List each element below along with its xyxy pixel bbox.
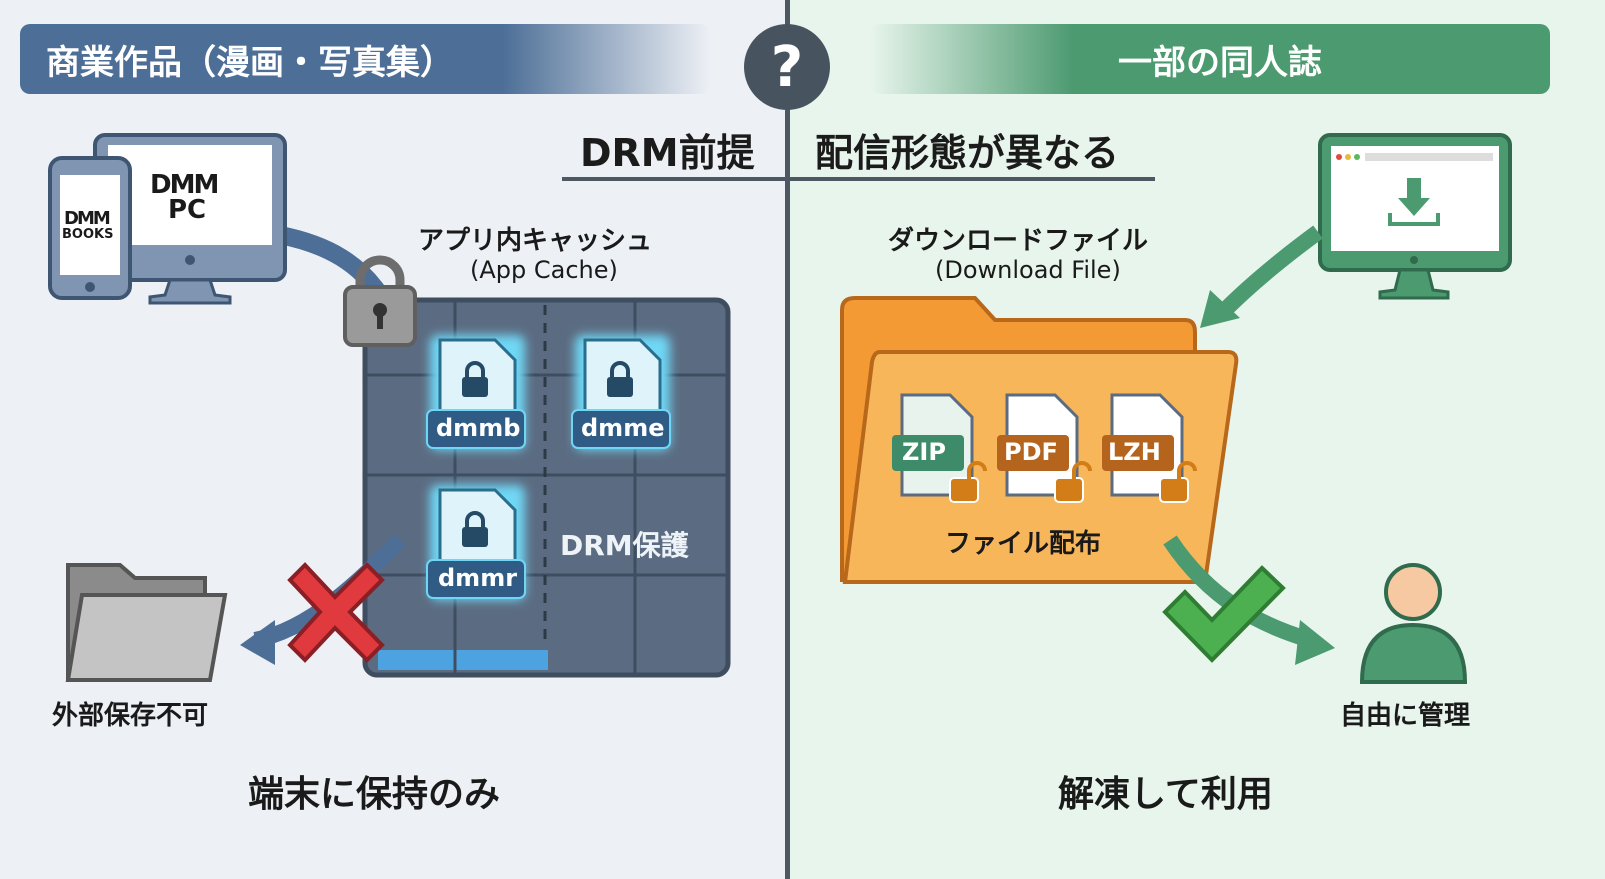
phone-icon (48, 156, 132, 300)
file-label-dmme: dmme (581, 414, 665, 442)
download-subtitle: (Download File) (935, 256, 1121, 284)
locked-file-icon (426, 335, 526, 450)
commercial-banner: 商業作品（漫画・写真集） (20, 24, 710, 94)
pc-monitor-icon (93, 133, 287, 305)
file-label-zip: ZIP (902, 438, 946, 466)
no-external-save-label: 外部保存不可 (52, 701, 209, 731)
center-divider (785, 0, 790, 879)
file-label-lzh: LZH (1108, 438, 1161, 466)
free-manage-label: 自由に管理 (1340, 701, 1471, 731)
red-x-icon (287, 562, 385, 663)
phone-label: BOOKS (62, 227, 114, 242)
phone-logo: DMM (64, 208, 111, 229)
drm-protection-label: DRM保護 (560, 529, 689, 562)
right-footer: 解凍して利用 (1058, 774, 1273, 815)
doujin-banner: 一部の同人誌 (870, 24, 1550, 94)
distribution-label: ファイル配布 (945, 529, 1102, 559)
file-label-pdf: PDF (1004, 438, 1058, 466)
pc-label: PC (168, 195, 207, 225)
unlocked-file-icon-pdf (997, 393, 1092, 503)
check-icon (1162, 565, 1286, 663)
unlocked-file-icon-lzh (1102, 393, 1197, 503)
unlocked-file-icon-zip (892, 393, 987, 503)
cache-subtitle: (App Cache) (470, 256, 618, 284)
devices-illustration (48, 133, 388, 305)
heading-underline (562, 177, 1155, 181)
pc-logo: DMM (150, 170, 219, 200)
external-folder-icon (65, 563, 228, 682)
question-icon: ? (744, 24, 830, 110)
distribution-heading: 配信形態が異なる (815, 131, 1120, 175)
file-label-dmmb: dmmb (436, 414, 521, 442)
download-monitor-icon (1318, 133, 1512, 300)
download-arrow (1200, 225, 1323, 328)
user-icon (1359, 563, 1468, 684)
padlock-icon (343, 255, 417, 347)
drm-heading: DRM前提 (580, 131, 755, 175)
left-footer: 端末に保持のみ (248, 774, 501, 815)
file-label-dmmr: dmmr (438, 564, 518, 592)
download-title: ダウンロードファイル (888, 226, 1149, 256)
drm-files (65, 0, 800, 682)
cache-title: アプリ内キャッシュ (418, 226, 653, 256)
